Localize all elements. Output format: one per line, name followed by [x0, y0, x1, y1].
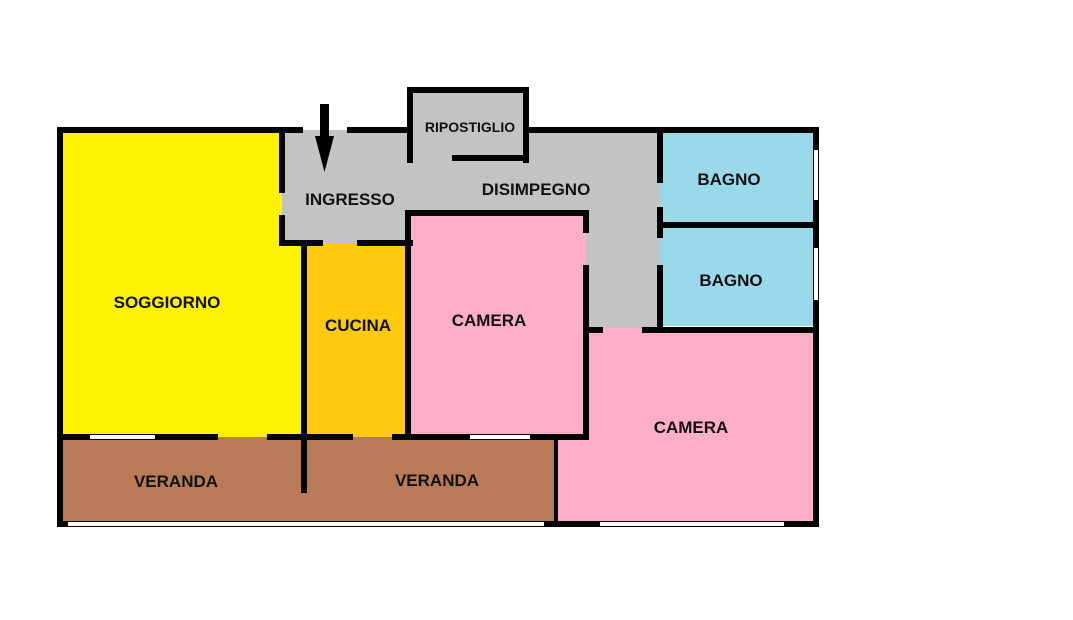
label-camera-1: CAMERA [452, 311, 527, 330]
room-soggiorno [60, 130, 303, 440]
window-veranda [68, 522, 544, 526]
room-disimpegno-hall [585, 130, 660, 330]
windows [68, 150, 818, 526]
label-veranda-2: VERANDA [395, 471, 479, 490]
entrance-arrow-icon [315, 104, 334, 172]
label-disimpegno: DISIMPEGNO [482, 180, 591, 199]
room-veranda-1 [60, 437, 306, 524]
room-ingresso [282, 130, 412, 243]
label-soggiorno: SOGGIORNO [114, 293, 221, 312]
label-ripostiglio: RIPOSTIGLIO [425, 119, 515, 135]
label-ingresso: INGRESSO [305, 190, 395, 209]
label-bagno-1: BAGNO [697, 170, 760, 189]
window-bagno-2 [814, 248, 818, 300]
window-camera-1 [470, 435, 530, 439]
label-cucina: CUCINA [325, 316, 391, 335]
label-veranda-1: VERANDA [134, 472, 218, 491]
room-bagno-1 [660, 133, 814, 224]
label-camera-2: CAMERA [654, 418, 729, 437]
window-camera-2 [600, 522, 784, 526]
room-cucina [306, 243, 408, 440]
room-veranda-2 [304, 437, 556, 524]
window-bagno-1 [814, 150, 818, 200]
label-bagno-2: BAGNO [699, 271, 762, 290]
window-soggiorno [90, 435, 155, 439]
room-bagno-2 [660, 228, 814, 326]
room-camera-2 [555, 328, 814, 524]
room-ripostiglio [410, 90, 526, 158]
